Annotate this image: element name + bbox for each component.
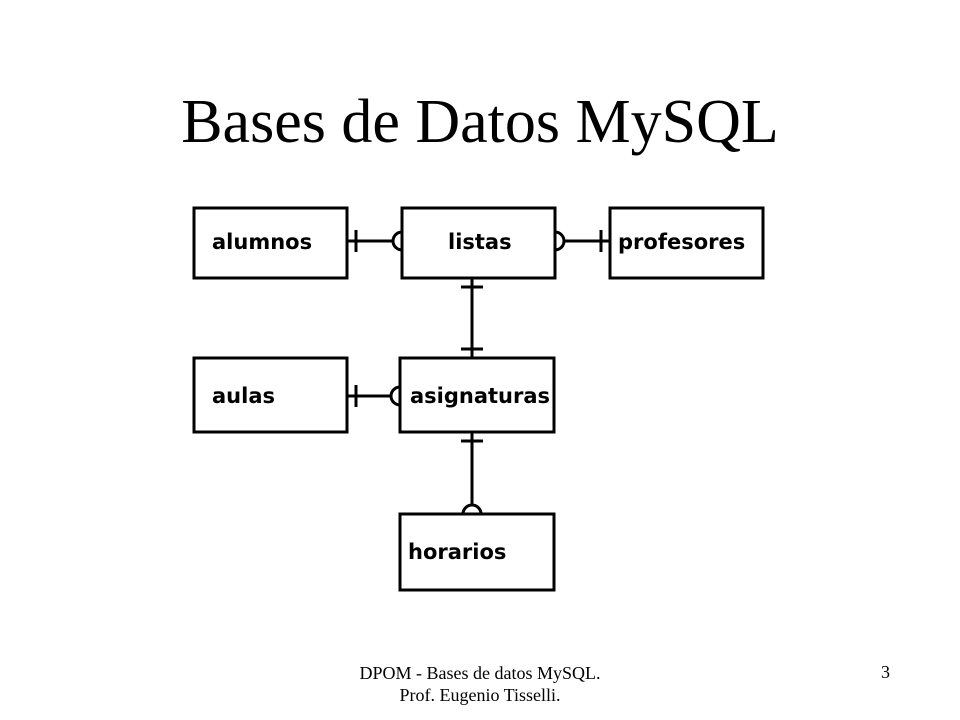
relationship-alumnos-listas: [347, 230, 403, 252]
relationship-asignaturas-horarios: [461, 432, 483, 515]
entity-label-listas: listas: [448, 230, 512, 254]
entity-box-listas: [400, 206, 557, 280]
footer-course: DPOM - Bases de datos MySQL.: [359, 663, 601, 683]
entity-box-profesores: [608, 206, 765, 280]
relationship-aulas-asignaturas: [347, 385, 401, 407]
page-number: 3: [881, 662, 890, 682]
entity-label-asignaturas: asignaturas: [410, 384, 550, 408]
relationship-listas-asignaturas: [461, 278, 483, 358]
entity-box-asignaturas: [398, 356, 556, 434]
entity-label-aulas: aulas: [212, 384, 275, 408]
entity-label-horarios: horarios: [408, 540, 506, 564]
entity-box-horarios: [398, 512, 556, 592]
entity-label-alumnos: alumnos: [212, 230, 312, 254]
entity-label-profesores: profesores: [618, 230, 745, 254]
footer-professor: Prof. Eugenio Tisselli.: [399, 685, 561, 705]
slide-title: Bases de Datos MySQL: [181, 88, 779, 156]
entity-box-alumnos: [192, 206, 349, 280]
relationship-listas-profesores: [554, 230, 610, 252]
slide-footer: DPOM - Bases de datos MySQL. Prof. Eugen…: [280, 662, 680, 706]
